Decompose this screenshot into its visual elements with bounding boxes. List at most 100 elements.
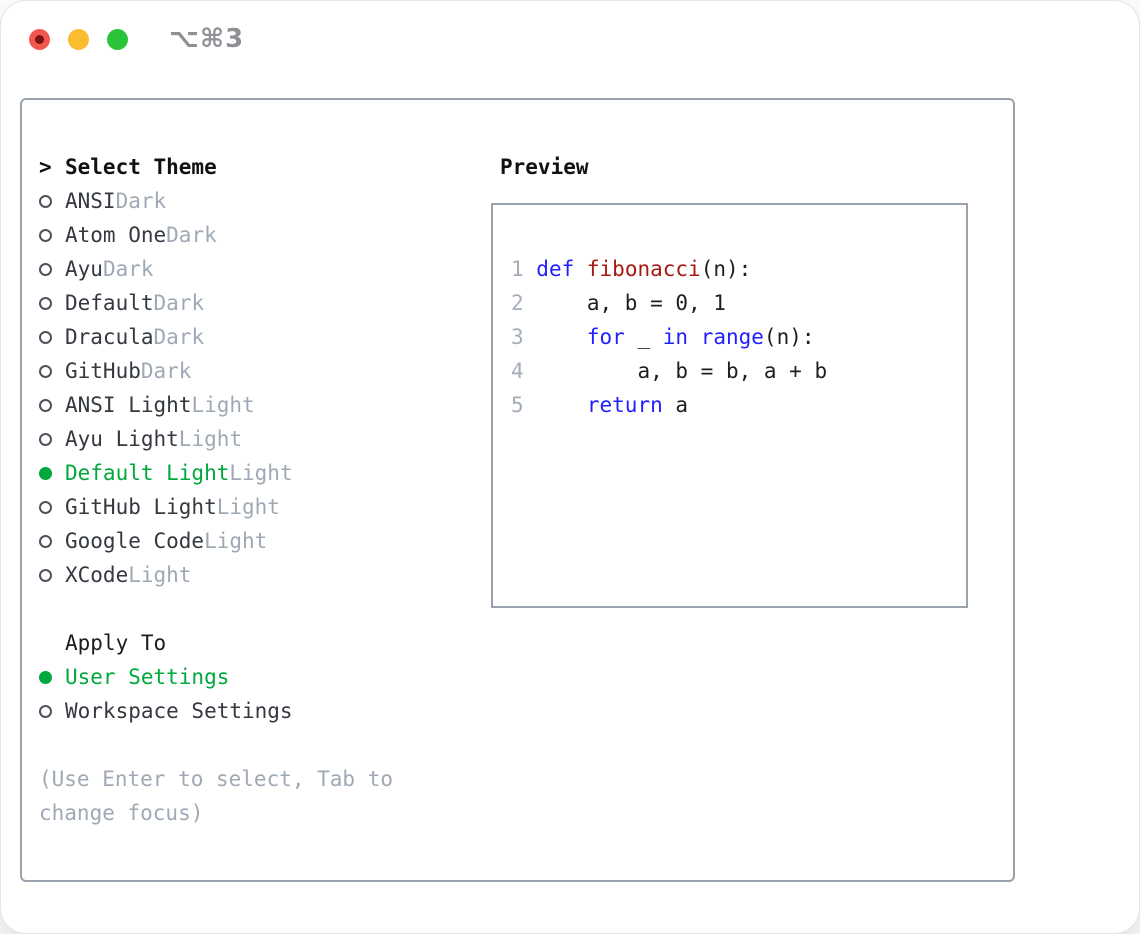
radio-unselected-icon xyxy=(39,194,65,208)
radio-selected-icon xyxy=(39,670,65,684)
theme-variant-label: Dark xyxy=(115,189,167,213)
apply-option-label: User Settings xyxy=(65,665,230,689)
theme-item-xcode[interactable]: XCode Light xyxy=(39,558,484,592)
theme-item-label: ANSI Light xyxy=(65,393,192,417)
theme-variant-label: Light xyxy=(178,427,243,451)
radio-unselected-icon xyxy=(39,500,65,514)
theme-item-github[interactable]: GitHub Dark xyxy=(39,354,484,388)
close-button-dot xyxy=(35,35,44,44)
minimize-button[interactable] xyxy=(68,29,89,50)
radio-unselected-icon xyxy=(39,262,65,276)
theme-variant-label: Dark xyxy=(102,257,154,281)
code-token xyxy=(688,325,701,349)
theme-item-ayu-light[interactable]: Ayu Light Light xyxy=(39,422,484,456)
theme-variant-label: Light xyxy=(216,495,280,519)
code-token: in xyxy=(662,325,689,349)
code-token: (n): xyxy=(763,325,815,349)
apply-option-workspace-settings[interactable]: Workspace Settings xyxy=(39,694,484,728)
theme-variant-label: Dark xyxy=(153,291,205,315)
code-token xyxy=(536,325,587,349)
select-theme-header: > Select Theme xyxy=(39,150,484,184)
blank-line xyxy=(511,422,966,456)
code-token xyxy=(536,393,587,417)
theme-variant-label: Light xyxy=(204,529,268,553)
theme-variant-label: Dark xyxy=(166,223,217,247)
theme-item-ansi-light[interactable]: ANSI Light Light xyxy=(39,388,484,422)
prompt-marker: > xyxy=(39,150,65,184)
line-number: 5 xyxy=(511,393,524,417)
code-token: fibonacci xyxy=(586,257,701,281)
theme-item-label: XCode xyxy=(65,563,129,587)
code-token: a, b = 0, 1 xyxy=(536,291,726,315)
theme-item-default-light[interactable]: Default Light Light xyxy=(39,456,484,490)
theme-item-label: GitHub xyxy=(65,359,141,383)
theme-item-github-light[interactable]: GitHub Light Light xyxy=(39,490,484,524)
radio-unselected-icon xyxy=(39,228,65,242)
code-token: for xyxy=(586,325,625,349)
code-line: 5 return a xyxy=(511,388,966,422)
theme-item-label: Default Light xyxy=(65,461,230,485)
code-line: 3 for _ in range(n): xyxy=(511,320,966,354)
apply-option-user-settings[interactable]: User Settings xyxy=(39,660,484,694)
code-token: a xyxy=(662,393,689,417)
preview-title: Preview xyxy=(500,155,589,179)
theme-item-label: Atom One xyxy=(65,223,167,247)
select-theme-title: Select Theme xyxy=(65,155,217,179)
theme-item-google-code[interactable]: Google Code Light xyxy=(39,524,484,558)
theme-item-atom-one[interactable]: Atom One Dark xyxy=(39,218,484,252)
theme-item-label: ANSI xyxy=(65,189,116,213)
zoom-button[interactable] xyxy=(107,29,128,50)
theme-item-ayu[interactable]: Ayu Dark xyxy=(39,252,484,286)
radio-unselected-icon xyxy=(39,568,65,582)
theme-item-ansi[interactable]: ANSI Dark xyxy=(39,184,484,218)
code-line: 4 a, b = b, a + b xyxy=(511,354,966,388)
apply-to-header: Apply To xyxy=(39,626,484,660)
usage-hint: (Use Enter to select, Tab to change focu… xyxy=(39,767,394,825)
theme-variant-label: Dark xyxy=(140,359,192,383)
spacer xyxy=(39,592,484,626)
radio-unselected-icon xyxy=(39,330,65,344)
code-token: return xyxy=(586,393,663,417)
radio-unselected-icon xyxy=(39,296,65,310)
line-number: 1 xyxy=(511,257,524,281)
theme-item-dracula[interactable]: Dracula Dark xyxy=(39,320,484,354)
theme-variant-label: Light xyxy=(229,461,293,485)
theme-item-label: Default xyxy=(65,291,154,315)
spacer xyxy=(39,728,484,762)
theme-item-label: Ayu xyxy=(65,257,103,281)
theme-variant-label: Light xyxy=(128,563,192,587)
line-number: 3 xyxy=(511,325,524,349)
theme-item-label: Dracula xyxy=(65,325,154,349)
theme-item-label: Ayu Light xyxy=(65,427,179,451)
radio-unselected-icon xyxy=(39,364,65,378)
line-number: 2 xyxy=(511,291,524,315)
theme-variant-label: Light xyxy=(191,393,255,417)
apply-option-label: Workspace Settings xyxy=(65,699,293,723)
prompt-icon: > xyxy=(39,155,52,179)
apply-to-title: Apply To xyxy=(65,631,167,655)
radio-selected-icon xyxy=(39,466,65,480)
window-shortcut-label: ⌥⌘3 xyxy=(169,24,245,54)
code-token: a, b = b, a + b xyxy=(536,359,828,383)
radio-unselected-icon xyxy=(39,534,65,548)
radio-unselected-icon xyxy=(39,704,65,718)
theme-item-label: GitHub Light xyxy=(65,495,217,519)
code-token: def xyxy=(536,257,575,281)
theme-item-default[interactable]: Default Dark xyxy=(39,286,484,320)
theme-variant-label: Dark xyxy=(153,325,205,349)
radio-unselected-icon xyxy=(39,398,65,412)
close-button[interactable] xyxy=(29,29,50,50)
titlebar: ⌥⌘3 xyxy=(1,1,1139,81)
line-number: 4 xyxy=(511,359,524,383)
code-token: range xyxy=(700,325,764,349)
theme-item-label: Google Code xyxy=(65,529,205,553)
code-line: 2 a, b = 0, 1 xyxy=(511,286,966,320)
